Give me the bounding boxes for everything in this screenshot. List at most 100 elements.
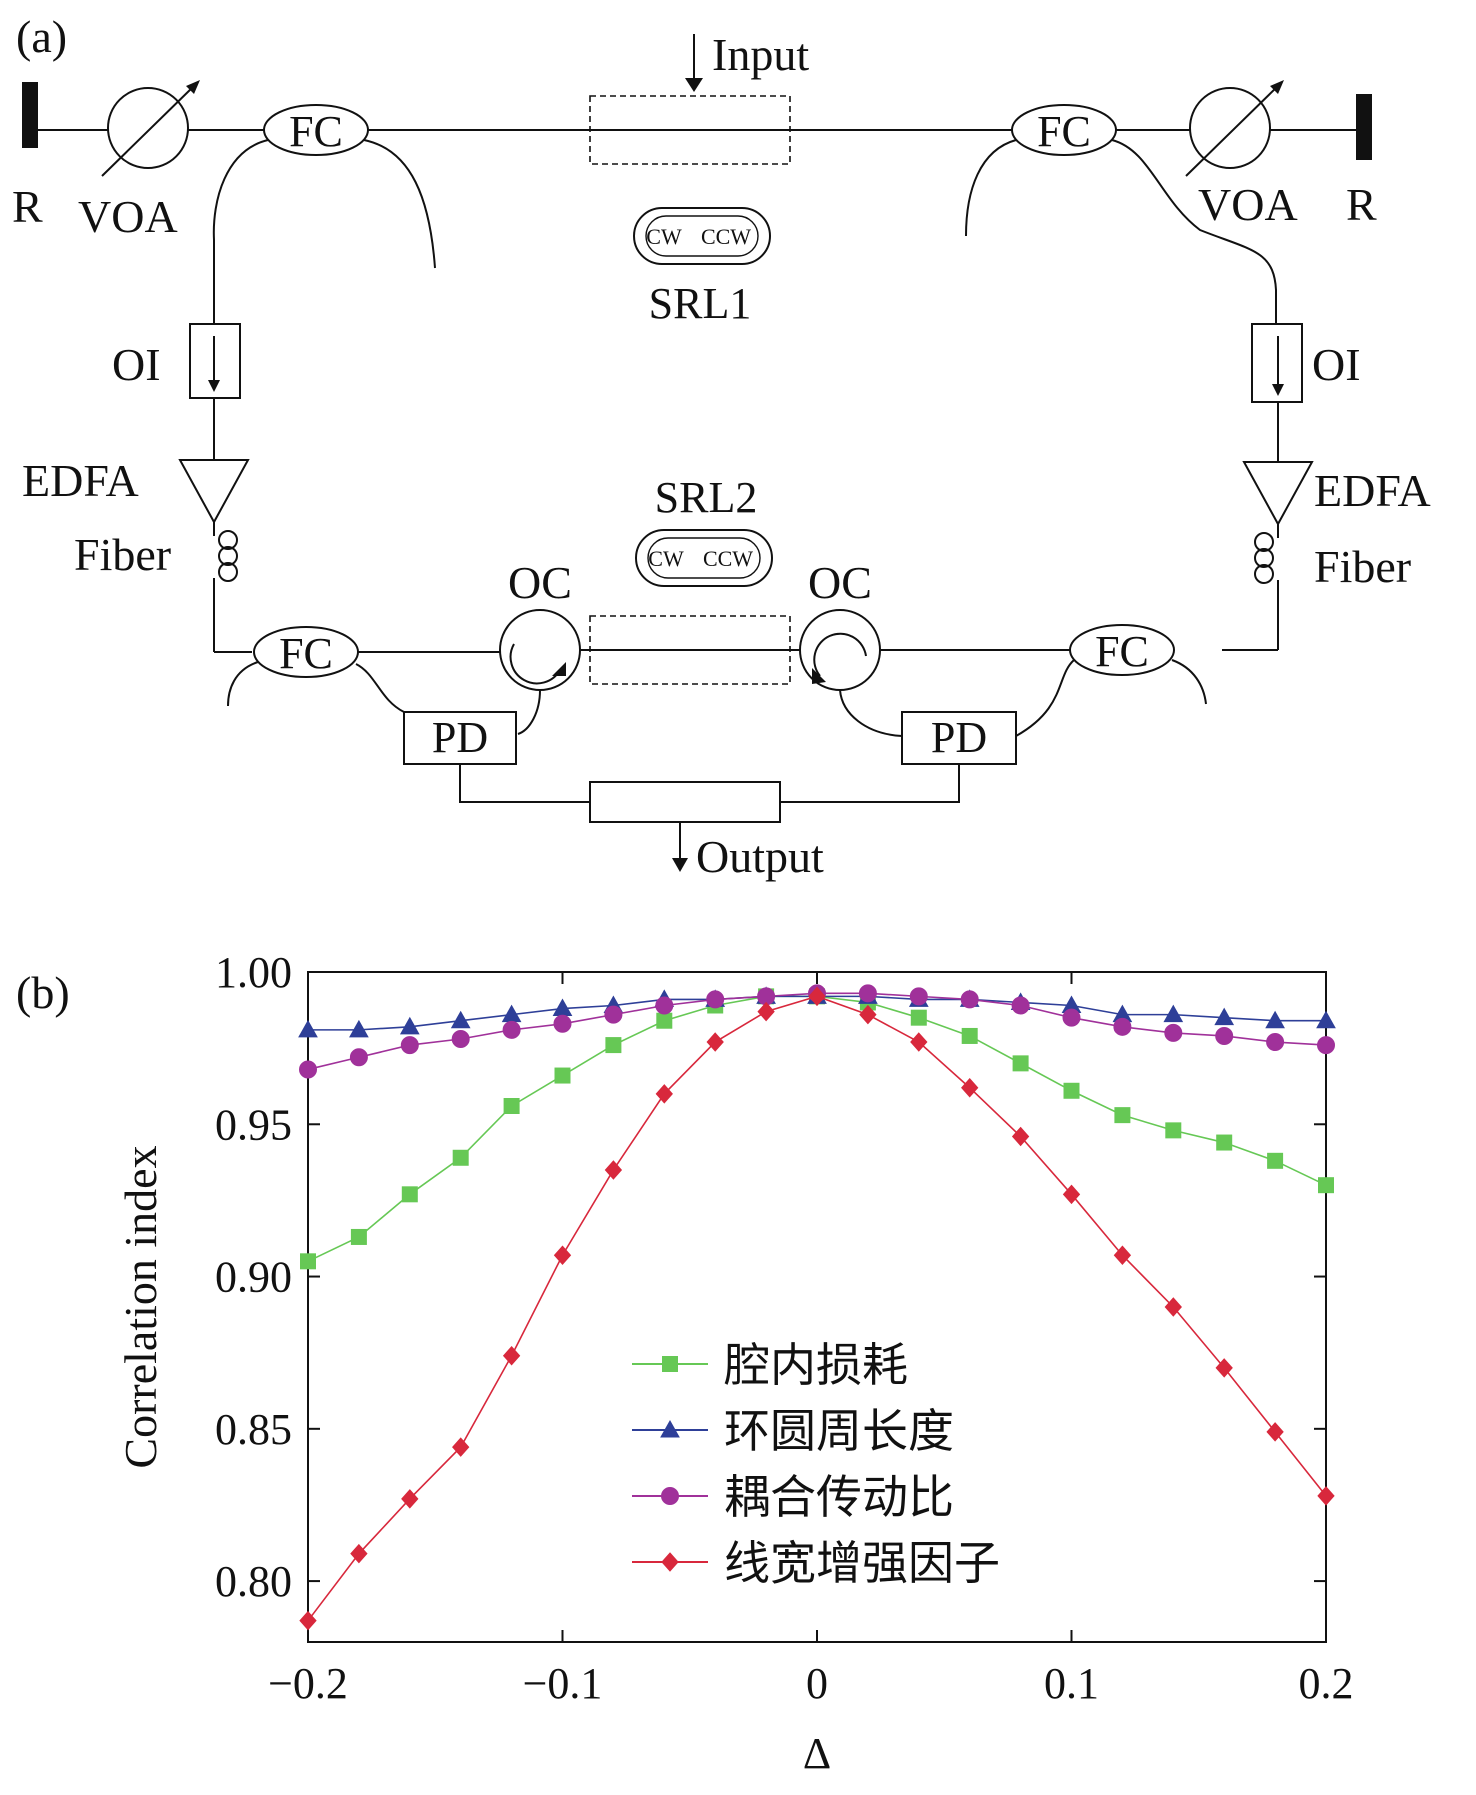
data-point — [1164, 1023, 1183, 1042]
y-tick-label: 0.80 — [215, 1557, 292, 1606]
data-point — [706, 990, 725, 1009]
data-point — [299, 1060, 317, 1079]
data-point — [300, 1253, 316, 1270]
legend-label: 耦合传动比 — [724, 1472, 954, 1523]
data-point — [502, 1020, 521, 1039]
data-point — [1163, 1004, 1184, 1023]
data-point — [1318, 1177, 1334, 1194]
right-fiber-coil — [1254, 532, 1274, 552]
srl1-inner-ring — [645, 215, 759, 257]
y-axis-label: Correlation index — [115, 1145, 166, 1468]
x-tick-label: 0.1 — [1044, 1659, 1099, 1708]
data-point — [757, 1001, 775, 1022]
fc-bottom-left-label: FC — [279, 629, 333, 678]
srl1-ccw: CCW — [701, 224, 751, 249]
legend-label: 环圆周长度 — [724, 1406, 954, 1457]
right-oi-label: OI — [1312, 339, 1361, 390]
x-tick-label: −0.2 — [268, 1659, 348, 1708]
y-tick-label: 0.95 — [215, 1100, 292, 1149]
data-point — [401, 1489, 419, 1509]
legend-label: 腔内损耗 — [724, 1340, 908, 1391]
fc-top-right-label: FC — [1037, 107, 1091, 156]
series-layer — [298, 984, 1336, 1631]
output-arrowhead — [672, 858, 688, 872]
left-fiber-coil — [218, 546, 238, 566]
pd-right-label: PD — [931, 713, 987, 762]
srl2-coupling-box — [589, 615, 791, 685]
data-point — [1062, 1184, 1081, 1205]
data-point — [1215, 1358, 1233, 1378]
legend-marker — [662, 1356, 678, 1372]
fc-bottom-right-to-pd — [1015, 659, 1075, 737]
data-point — [298, 1019, 318, 1038]
data-point — [1267, 1152, 1284, 1169]
data-point — [909, 987, 928, 1006]
left-voa-circle — [107, 87, 189, 169]
x-tick-label: 0.2 — [1299, 1659, 1354, 1708]
data-point — [400, 1036, 419, 1055]
wire — [459, 764, 590, 803]
left-fiber-coil — [218, 562, 238, 582]
x-tick-label: 0 — [806, 1659, 828, 1708]
data-point — [349, 1048, 368, 1067]
data-point — [1011, 996, 1030, 1015]
left-edfa — [178, 459, 250, 525]
right-fiber-coil — [1254, 548, 1274, 568]
left-voa-arrow — [101, 83, 197, 177]
panel-a-tag: (a) — [16, 11, 67, 62]
fc-bottom-left-to-pd — [355, 663, 405, 713]
wire-right-down — [1111, 139, 1277, 324]
data-point — [808, 986, 826, 1007]
data-point — [961, 1077, 979, 1098]
fc-bottom-right — [1069, 624, 1175, 676]
y-tick-label: 0.85 — [215, 1405, 292, 1454]
right-reflector-label: R — [1346, 179, 1377, 230]
oc-left-label: OC — [508, 557, 572, 608]
legend-marker — [661, 1552, 679, 1572]
data-point — [910, 1032, 928, 1052]
left-isolator-arrowhead — [208, 380, 220, 392]
data-point — [1317, 1486, 1335, 1506]
data-point — [450, 1010, 471, 1029]
wire-left-down — [212, 139, 269, 324]
srl2-label: SRL2 — [655, 473, 758, 522]
oc-right-label: OC — [808, 557, 872, 608]
input-label: Input — [712, 29, 809, 80]
oc-right-arrow — [813, 632, 867, 677]
output-label: Output — [696, 831, 824, 882]
data-point — [350, 1543, 368, 1564]
fc-bottom-right-tail — [1171, 659, 1207, 705]
pd-left-label: PD — [432, 713, 488, 762]
fc-bottom-right-label: FC — [1095, 627, 1149, 676]
data-point — [1063, 1082, 1080, 1099]
subtractor — [589, 781, 781, 823]
srl2-inner-ring — [647, 537, 761, 579]
srl1-label: SRL1 — [649, 279, 752, 328]
left-reflector — [22, 82, 38, 148]
data-point — [1164, 1297, 1182, 1317]
legend-label: 线宽增强因子 — [724, 1538, 1000, 1589]
left-voa-label: VOA — [78, 191, 178, 242]
srl1-coupling-box — [589, 95, 791, 165]
data-point — [553, 1014, 572, 1033]
wire — [780, 764, 960, 803]
legend-marker — [661, 1487, 679, 1505]
data-point — [706, 1032, 724, 1052]
x-tick-label: −0.1 — [523, 1659, 603, 1708]
data-point — [655, 996, 674, 1015]
data-point — [910, 1009, 927, 1026]
data-point — [503, 1098, 520, 1114]
srl2-racetrack — [635, 529, 773, 587]
right-edfa — [1242, 461, 1314, 527]
left-fiber-coil — [218, 530, 238, 550]
data-point — [1265, 1010, 1285, 1029]
data-point — [1114, 1107, 1131, 1124]
data-point — [605, 1037, 622, 1054]
data-point — [554, 1067, 571, 1084]
data-point — [452, 1437, 470, 1457]
data-point — [399, 1016, 420, 1035]
fc-top-left-label: FC — [289, 107, 343, 156]
srl2-ccw: CCW — [703, 546, 753, 571]
